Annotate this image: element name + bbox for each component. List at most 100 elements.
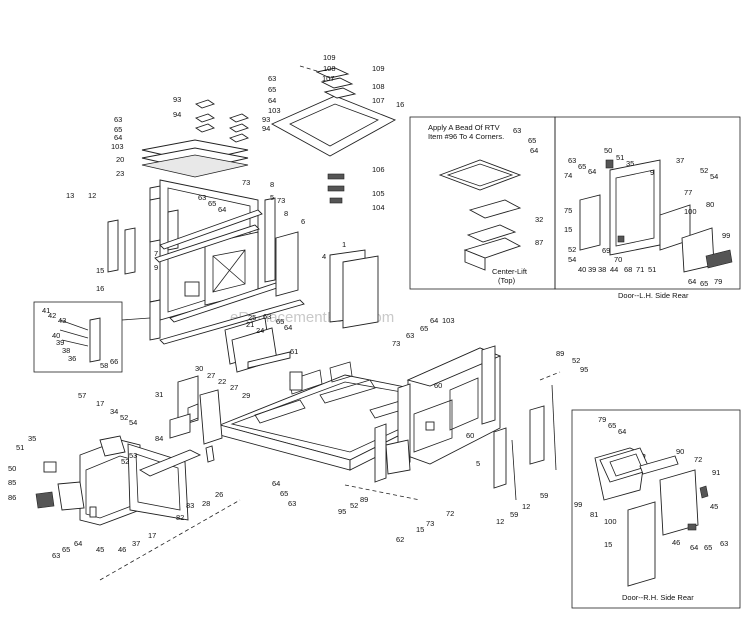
- callout-label: 103: [111, 142, 124, 151]
- callout-label: 65: [578, 162, 586, 171]
- callout-label: 64: [284, 323, 292, 332]
- callout-label: 25: [248, 313, 256, 322]
- callout-label: 93: [262, 115, 270, 124]
- side-panels-6-1-4: [275, 231, 379, 329]
- callout-label: 24: [256, 326, 264, 335]
- callout-label: 22: [218, 377, 226, 386]
- callout-label: 73: [392, 339, 400, 348]
- callout-label: 99: [574, 500, 582, 509]
- callout-label: 7: [154, 249, 158, 258]
- callout-label: 107: [322, 74, 335, 83]
- callout-label: 63: [568, 156, 576, 165]
- callout-label: 20: [116, 155, 124, 164]
- callout-label: 63: [720, 539, 728, 548]
- inset-note-line1: Apply A Bead Of RTV: [428, 123, 500, 132]
- top-cover-16: [270, 67, 397, 204]
- callout-label: 9: [154, 263, 158, 272]
- callout-label: 51: [616, 153, 624, 162]
- callout-label: 61: [290, 347, 298, 356]
- callout-label: 54: [710, 172, 718, 181]
- callout-label: 100: [604, 517, 617, 526]
- callout-label: 64: [272, 479, 280, 488]
- bottom-right-inset: [571, 409, 741, 609]
- callout-label: 8: [270, 180, 274, 189]
- callout-label: 66: [110, 357, 118, 366]
- callout-label: 63: [52, 551, 60, 560]
- callout-label: 46: [118, 545, 126, 554]
- callout-label: 91: [712, 468, 720, 477]
- callout-label: 59: [540, 491, 548, 500]
- callout-label: 105: [372, 189, 385, 198]
- callout-label: 30: [195, 364, 203, 373]
- callout-label: 16: [96, 284, 104, 293]
- callout-label: 13: [66, 191, 74, 200]
- center-lift-line1: Center-Lift: [492, 267, 528, 276]
- callout-label: 51: [648, 265, 656, 274]
- callout-label: 64: [74, 539, 82, 548]
- callout-label: 5: [270, 193, 274, 202]
- callout-label: 15: [604, 540, 612, 549]
- callout-label: 39: [56, 338, 64, 347]
- callout-label: 63: [114, 115, 122, 124]
- callout-label: 64: [530, 146, 538, 155]
- callout-label: 79: [714, 277, 722, 286]
- callout-label: 65: [704, 543, 712, 552]
- left-side-panel: [149, 179, 259, 341]
- callout-label: 17: [96, 399, 104, 408]
- callout-label: 65: [208, 199, 216, 208]
- callout-label: 1: [342, 240, 346, 249]
- rails-7-9: [154, 197, 305, 345]
- callout-label: 85: [8, 478, 16, 487]
- callout-label: 94: [262, 124, 270, 133]
- callout-label: 6: [301, 217, 305, 226]
- callout-label: 103: [442, 316, 455, 325]
- callout-label: 65: [280, 489, 288, 498]
- callout-label: 109: [323, 53, 336, 62]
- callout-label: 84: [155, 434, 163, 443]
- callout-label: 16: [396, 100, 404, 109]
- callout-label: 38: [62, 346, 70, 355]
- callout-label: 71: [636, 265, 644, 274]
- callout-label: 40: [578, 265, 586, 274]
- callout-label: 81: [590, 510, 598, 519]
- callout-labels: 109 108 107 109 108 107 16 106 105 104 6…: [8, 53, 730, 560]
- callout-label: 72: [694, 455, 702, 464]
- callout-label: 90: [676, 447, 684, 456]
- callout-label: 73: [426, 519, 434, 528]
- callout-label: 63: [268, 74, 276, 83]
- callout-label: 63: [263, 312, 271, 321]
- inset-note-line2: Item #96 To 4 Corners.: [428, 132, 504, 141]
- callout-label: 38: [598, 265, 606, 274]
- callout-label: 53: [129, 451, 137, 460]
- callout-label: 37: [132, 539, 140, 548]
- callout-label: 52: [700, 166, 708, 175]
- callout-label: 40: [52, 331, 60, 340]
- callout-label: 57: [78, 391, 86, 400]
- callout-label: 63: [406, 331, 414, 340]
- callout-label: 83: [186, 501, 194, 510]
- callout-label: 104: [372, 203, 385, 212]
- callout-label: 87: [535, 238, 543, 247]
- callout-label: 79: [598, 415, 606, 424]
- callout-label: 73: [277, 196, 285, 205]
- callout-label: 65: [114, 125, 122, 134]
- callout-label: 52: [120, 413, 128, 422]
- callout-label: 106: [372, 165, 385, 174]
- duct-parts-26-31: [169, 375, 223, 463]
- callout-label: 108: [323, 64, 336, 73]
- callout-label: 29: [242, 391, 250, 400]
- right-side-panel: [374, 345, 502, 483]
- callout-label: 45: [710, 502, 718, 511]
- callout-label: 65: [528, 136, 536, 145]
- callout-label: 52: [572, 356, 580, 365]
- callout-label: 12: [88, 191, 96, 200]
- callout-label: 8: [284, 209, 288, 218]
- callout-label: 35: [28, 434, 36, 443]
- callout-label: 50: [8, 464, 16, 473]
- callout-label: 60: [434, 381, 442, 390]
- right-filters-12-59: [493, 384, 557, 501]
- filter-panels-13: [107, 197, 179, 275]
- callout-label: 44: [610, 265, 618, 274]
